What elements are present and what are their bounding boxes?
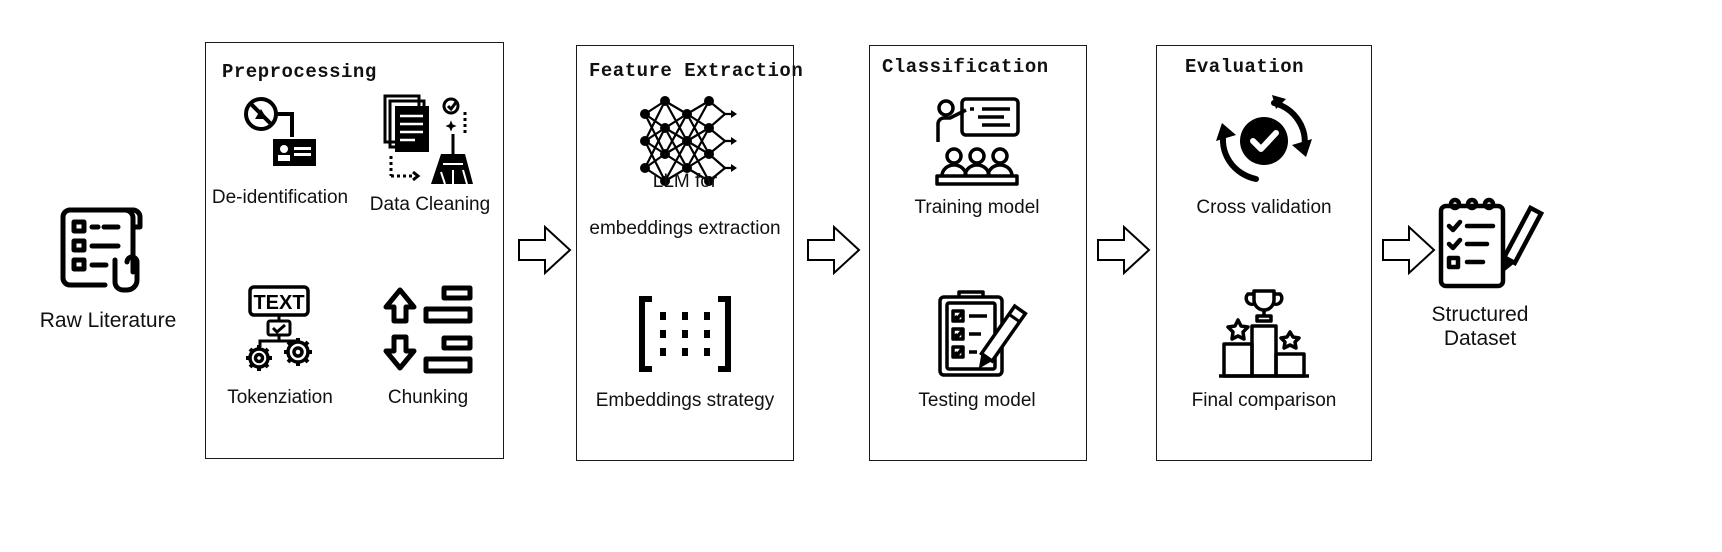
chunk-arrows-icon bbox=[383, 285, 473, 374]
cycle-check-icon bbox=[1216, 95, 1312, 182]
step-label-line2: embeddings extraction bbox=[589, 218, 781, 239]
step-label: Testing model bbox=[918, 390, 1036, 411]
svg-text:TEXT: TEXT bbox=[253, 292, 304, 314]
document-list-hand-icon bbox=[60, 207, 143, 293]
anonymous-id-card-icon bbox=[244, 97, 316, 166]
panel-title: Preprocessing bbox=[222, 61, 377, 83]
step-label: Final comparison bbox=[1191, 390, 1337, 411]
evaluation-panel: Evaluation bbox=[1156, 45, 1372, 461]
flow-arrow-icon bbox=[1097, 224, 1151, 276]
classification-panel: Classification bbox=[869, 45, 1087, 461]
step-label: Data Cleaning bbox=[369, 194, 491, 215]
documents-broom-icon bbox=[383, 94, 473, 185]
step-label: Embeddings strategy bbox=[595, 390, 775, 411]
clipboard-test-icon bbox=[938, 290, 1028, 377]
clipboard-checklist-pen-icon bbox=[1438, 197, 1545, 289]
step-label: Chunking bbox=[387, 387, 469, 408]
step-label: De-identification bbox=[211, 187, 349, 208]
matrix-brackets-icon bbox=[639, 296, 731, 372]
output-label-line2: Dataset bbox=[1443, 327, 1517, 350]
flow-arrow-icon bbox=[518, 224, 572, 276]
podium-trophy-icon bbox=[1219, 289, 1309, 378]
output-label-line1: Structured bbox=[1431, 303, 1529, 326]
panel-title: Feature Extraction bbox=[589, 60, 804, 82]
step-label: Training model bbox=[914, 197, 1040, 218]
input-label: Raw Literature bbox=[39, 309, 177, 332]
panel-title: Classification bbox=[882, 56, 1049, 78]
text-gears-icon: TEXT bbox=[246, 285, 312, 371]
neural-network-icon bbox=[640, 96, 737, 186]
flow-arrow-icon bbox=[1382, 224, 1436, 276]
step-label-line1: LLM for bbox=[652, 171, 718, 192]
presentation-audience-icon bbox=[935, 97, 1020, 186]
panel-title: Evaluation bbox=[1185, 56, 1305, 78]
step-label: Cross validation bbox=[1196, 197, 1332, 218]
step-label: Tokenziation bbox=[227, 387, 333, 408]
flow-arrow-icon bbox=[807, 224, 861, 276]
